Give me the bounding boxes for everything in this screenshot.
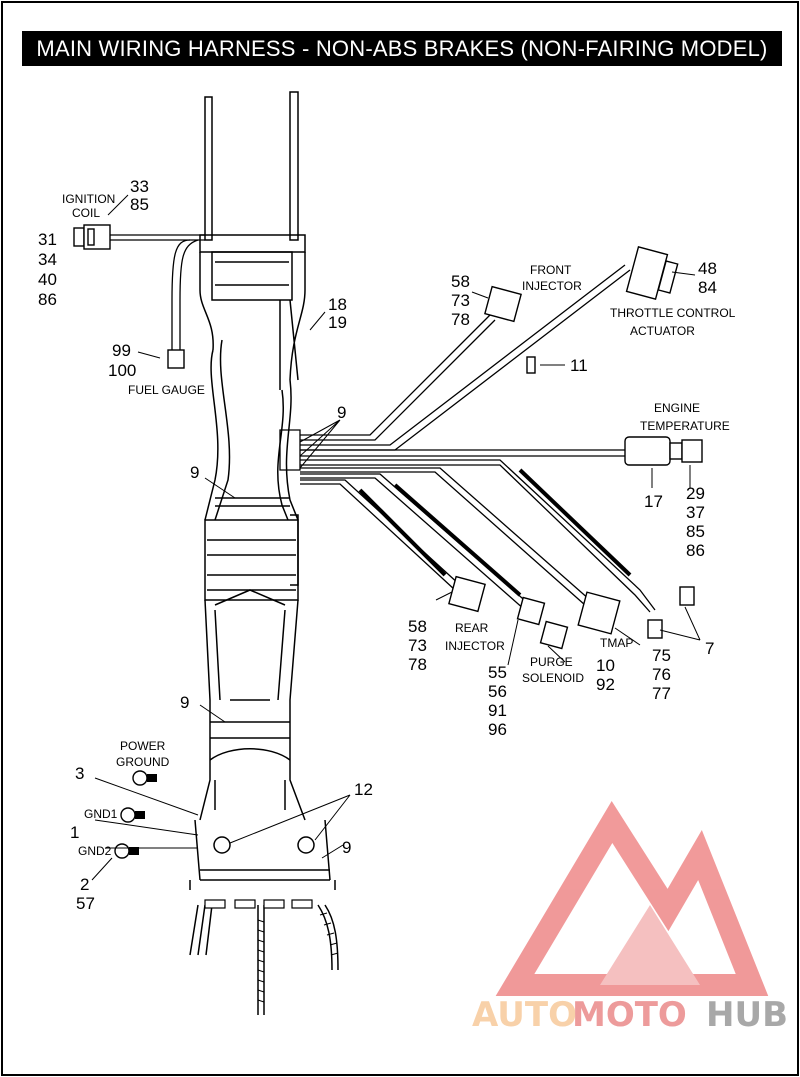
engine-temp-ref-37: 37 bbox=[686, 503, 705, 522]
front-injector-ref-78: 78 bbox=[451, 310, 470, 329]
tmap-label: TMAP bbox=[600, 636, 633, 650]
ignition-label-2: COIL bbox=[72, 206, 100, 220]
frame-drawing bbox=[189, 91, 339, 1015]
leader-lines bbox=[91, 194, 701, 881]
tmap-connector bbox=[577, 591, 621, 635]
ref-9-bottom: 9 bbox=[342, 838, 351, 857]
ref-9-lower: 9 bbox=[180, 693, 189, 712]
ignition-ref-40: 40 bbox=[38, 270, 57, 289]
ignition-ref-34: 34 bbox=[38, 250, 57, 269]
front-injector-ref-73: 73 bbox=[451, 291, 470, 310]
engine-temp-ref-86: 86 bbox=[686, 541, 705, 560]
throttle-label-2: ACTUATOR bbox=[630, 324, 695, 338]
throttle-ref-84: 84 bbox=[698, 278, 717, 297]
rear-injector-label-2: INJECTOR bbox=[445, 639, 505, 653]
fuel-gauge-ref-100: 100 bbox=[108, 361, 136, 380]
frame-ref-19: 19 bbox=[328, 313, 347, 332]
rear-injector-connector bbox=[448, 575, 486, 613]
gnd2-ref-2: 2 bbox=[80, 875, 89, 894]
purge-ref-96: 96 bbox=[488, 720, 507, 739]
watermark-logo: AUTO MOTO HUB bbox=[472, 801, 788, 1035]
engine-temperature-sensor bbox=[624, 436, 671, 466]
front-injector-connector bbox=[484, 285, 522, 323]
power-ground-ref-3: 3 bbox=[75, 764, 84, 783]
ignition-coil-ref-33: 33 bbox=[130, 177, 149, 196]
page-title: MAIN WIRING HARNESS - NON-ABS BRAKES (NO… bbox=[22, 31, 782, 66]
ref-9-upper: 9 bbox=[190, 463, 199, 482]
ref-9-harness: 9 bbox=[337, 403, 346, 422]
purge-ref-10: 10 bbox=[596, 656, 615, 675]
ignition-ref-31: 31 bbox=[38, 230, 57, 249]
ground-lugs bbox=[129, 774, 157, 855]
gnd1-label: GND1 bbox=[84, 807, 118, 821]
watermark-auto: AUTO bbox=[472, 995, 577, 1035]
gnd1-ring bbox=[120, 807, 136, 823]
fuel-gauge-label: FUEL GAUGE bbox=[128, 383, 205, 397]
tmap-ref-77: 77 bbox=[652, 684, 671, 703]
front-injector-label-2: INJECTOR bbox=[522, 279, 582, 293]
purge-ref-91: 91 bbox=[488, 701, 507, 720]
purge-label-2: SOLENOID bbox=[522, 671, 584, 685]
purge-ref-55: 55 bbox=[488, 663, 507, 682]
fuel-gauge-ref-99: 99 bbox=[112, 341, 131, 360]
engine-temp-ref-29: 29 bbox=[686, 484, 705, 503]
throttle-ref-48: 48 bbox=[698, 259, 717, 278]
rear-injector-ref-73: 73 bbox=[408, 636, 427, 655]
ignition-label-1: IGNITION bbox=[62, 192, 115, 206]
purge-connector bbox=[516, 596, 546, 626]
engine-temp-ref-17: 17 bbox=[644, 492, 663, 511]
ref-11: 11 bbox=[570, 356, 588, 375]
tmap-ref-76: 76 bbox=[652, 665, 671, 684]
right-rail bbox=[289, 91, 299, 241]
connector-7b bbox=[647, 619, 663, 639]
ignition-coil-ref-85: 85 bbox=[130, 195, 149, 214]
purge-ref-56: 56 bbox=[488, 682, 507, 701]
purge-label-1: PURGE bbox=[530, 655, 573, 669]
rear-injector-label-1: REAR bbox=[455, 621, 489, 635]
ignition-coil-connector bbox=[73, 227, 85, 247]
connector-7a bbox=[679, 586, 695, 606]
gnd1-ref-1: 1 bbox=[70, 823, 79, 842]
coil-wraps bbox=[257, 912, 339, 1003]
power-ground-label-2: GROUND bbox=[116, 755, 170, 769]
power-ground-ring bbox=[132, 770, 148, 786]
gnd2-ring bbox=[114, 843, 130, 859]
power-ground-label-1: POWER bbox=[120, 739, 166, 753]
rear-injector-ref-78: 78 bbox=[408, 655, 427, 674]
watermark-hub: HUB bbox=[706, 995, 788, 1035]
gnd2-label: GND2 bbox=[78, 844, 112, 858]
front-injector-label-1: FRONT bbox=[530, 263, 572, 277]
throttle-label-1: THROTTLE CONTROL bbox=[610, 306, 736, 320]
frame-ref-18: 18 bbox=[328, 295, 347, 314]
purge-solenoid bbox=[539, 620, 569, 650]
engine-temp-label-1: ENGINE bbox=[654, 401, 700, 415]
purge-ref-92: 92 bbox=[596, 675, 615, 694]
wrap-sections bbox=[358, 468, 632, 597]
left-rail bbox=[204, 96, 213, 241]
clip-11 bbox=[526, 356, 536, 374]
rear-injector-ref-58: 58 bbox=[408, 617, 427, 636]
ref-12: 12 bbox=[354, 780, 373, 799]
gnd2-ref-57: 57 bbox=[76, 894, 95, 913]
engine-temp-label-2: TEMPERATURE bbox=[640, 419, 730, 433]
front-injector-ref-58: 58 bbox=[451, 272, 470, 291]
bottom-connectors bbox=[204, 899, 313, 909]
connector-symbols bbox=[73, 224, 703, 859]
labels: 33 85 IGNITION COIL 31 34 40 86 99 100 F… bbox=[38, 177, 736, 913]
watermark-triangle bbox=[495, 801, 769, 996]
fuel-gauge-connector bbox=[167, 349, 185, 369]
harness-branches bbox=[110, 234, 656, 613]
watermark-moto: MOTO bbox=[572, 995, 687, 1035]
tmap-ref-75: 75 bbox=[652, 646, 671, 665]
engine-temp-ref-85: 85 bbox=[686, 522, 705, 541]
ref-7: 7 bbox=[705, 639, 714, 658]
ignition-ref-86: 86 bbox=[38, 290, 57, 309]
